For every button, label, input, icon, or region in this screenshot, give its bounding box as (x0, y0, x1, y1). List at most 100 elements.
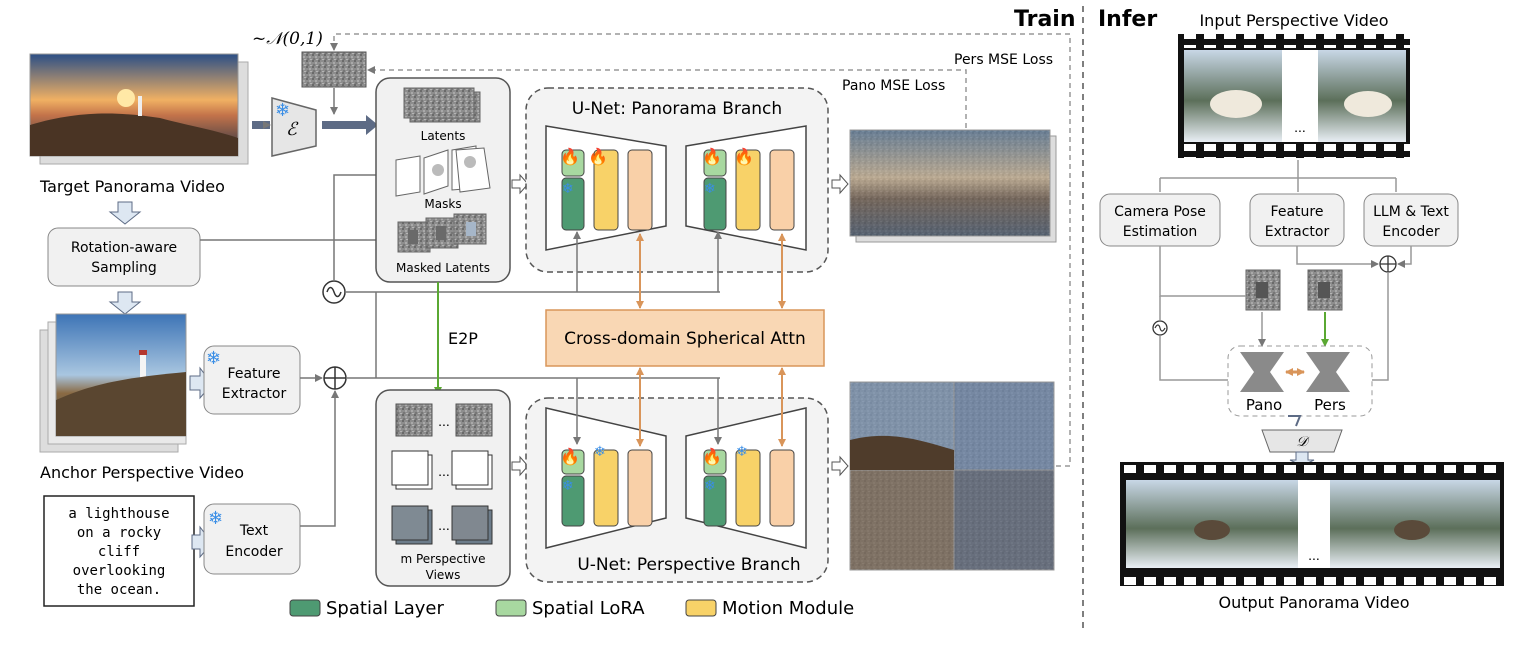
legend: Spatial Layer Spatial LoRA Motion Module (289, 598, 854, 619)
arrow (1296, 246, 1379, 268)
pers-layers: 🔥 🔥 ❄ ❄ ❄ ❄ (560, 443, 795, 527)
motion-module-block (735, 449, 761, 527)
infer-feature-extractor-label-1: Feature (1271, 204, 1324, 220)
noise-image (301, 51, 367, 88)
camera-pose-label-2: Estimation (1123, 224, 1198, 240)
fire-icon: 🔥 (734, 147, 754, 166)
legend-swatch (685, 599, 717, 617)
ellipsis: ... (1294, 119, 1306, 135)
feature-extractor-label-2: Extractor (222, 386, 287, 402)
views-label-2: Views (426, 568, 461, 582)
view-latent (451, 505, 489, 541)
pers-loss-arrow (330, 33, 1071, 340)
fire-icon: 🔥 (702, 147, 722, 166)
arrow (1159, 296, 1236, 380)
legend-swatch (289, 599, 321, 617)
temporal-block (627, 149, 653, 231)
feature-extractor-label-1: Feature (228, 366, 281, 382)
snowflake-icon: ❄ (704, 477, 716, 493)
masked-latents-image (397, 213, 487, 253)
motion-module-block (593, 449, 619, 527)
llm-text-encoder-label-2: Encoder (1382, 224, 1439, 240)
input-video-label: Input Perspective Video (1199, 11, 1388, 30)
right-arrow-icon (511, 173, 529, 195)
view-noise (395, 403, 433, 437)
down-arrow-icon (108, 201, 142, 225)
legend-label: Motion Module (722, 598, 854, 619)
snowflake-icon: ❄ (704, 180, 716, 196)
snowflake-icon: ❄ (208, 508, 223, 528)
text-encoder-label-2: Encoder (225, 544, 282, 560)
pers-loss-arrow (1056, 340, 1071, 467)
pers-unet-shape (1306, 352, 1350, 392)
down-arrow-icon (108, 291, 142, 315)
encoder-symbol: ℰ (286, 119, 299, 140)
ellipsis: ... (1308, 547, 1320, 563)
prompt-line: cliff (98, 544, 140, 560)
cross-attn-label: Cross-domain Spherical Attn (564, 329, 806, 349)
masks-image (395, 145, 491, 197)
train-section-label: Train (1014, 7, 1076, 32)
snowflake-icon: ❄ (275, 100, 290, 120)
anchor-perspective-image (39, 313, 187, 453)
prompt-line: overlooking (73, 563, 166, 579)
legend-label: Spatial LoRA (532, 598, 645, 619)
masks-label: Masks (424, 197, 461, 211)
perspective-branch-title: U-Net: Perspective Branch (577, 555, 800, 575)
infer-section-label: Infer (1098, 7, 1157, 32)
view-noise (455, 403, 493, 437)
prompt-line: a lighthouse (68, 506, 169, 522)
pano-loss-label: Pano MSE Loss (842, 78, 945, 94)
decoder-symbol: 𝒟 (1296, 434, 1310, 450)
arrow (1159, 246, 1246, 297)
pers-loss-label: Pers MSE Loss (954, 52, 1053, 68)
right-arrow-icon (831, 173, 849, 195)
spatial-lora-block (561, 149, 585, 177)
output-video-label: Output Panorama Video (1218, 593, 1409, 612)
snowflake-icon: ❄ (206, 348, 221, 368)
view-mask (451, 450, 489, 486)
arrow (1288, 415, 1302, 427)
pano-unet-shape (1240, 352, 1284, 392)
pano-loss-arrow (367, 66, 967, 128)
noisy-perspective-outputs (849, 381, 1055, 571)
e2p-label: E2P (448, 329, 478, 348)
temporal-block (769, 149, 795, 231)
decoder-block (1261, 429, 1343, 453)
noise-distribution-label: ~𝒩(0,1) (252, 29, 323, 49)
spatial-lora-block (561, 449, 585, 475)
target-panorama-label: Target Panorama Video (39, 177, 225, 196)
llm-text-encoder-label-1: LLM & Text (1373, 204, 1449, 220)
input-film-strip (1178, 34, 1410, 158)
snowflake-icon: ❄ (562, 180, 574, 196)
prompt-line: the ocean. (77, 582, 161, 598)
temporal-block (627, 449, 653, 527)
temporal-block (769, 449, 795, 527)
snowflake-icon: ❄ (594, 443, 606, 459)
camera-pose-label-1: Camera Pose (1114, 204, 1206, 220)
fire-icon: 🔥 (702, 447, 722, 466)
view-mask (391, 450, 429, 486)
fire-icon: 🔥 (560, 447, 580, 466)
arrow (1397, 246, 1412, 268)
right-arrow-icon (831, 455, 849, 477)
snowflake-icon: ❄ (562, 477, 574, 493)
fire-icon: 🔥 (588, 147, 608, 166)
rotation-sampling-label-1: Rotation-aware (71, 240, 177, 256)
arrow-head (366, 115, 378, 135)
latents-image (403, 87, 475, 119)
right-arrow-icon (511, 455, 529, 477)
encoder-block (271, 97, 317, 157)
anchor-perspective-label: Anchor Perspective Video (40, 463, 244, 482)
rotation-sampling-box (47, 227, 201, 287)
motion-module-block (735, 149, 761, 231)
spatial-lora-block (703, 449, 727, 475)
panorama-branch-title: U-Net: Panorama Branch (572, 99, 782, 119)
spatial-layer-block (561, 177, 585, 231)
latents-label: Latents (421, 129, 466, 143)
output-film-strip (1120, 462, 1504, 586)
prompt-text: a lighthouse on a rocky cliff overlookin… (68, 506, 169, 598)
spatial-layer-block (703, 475, 727, 527)
cross-attn-block (545, 309, 825, 367)
